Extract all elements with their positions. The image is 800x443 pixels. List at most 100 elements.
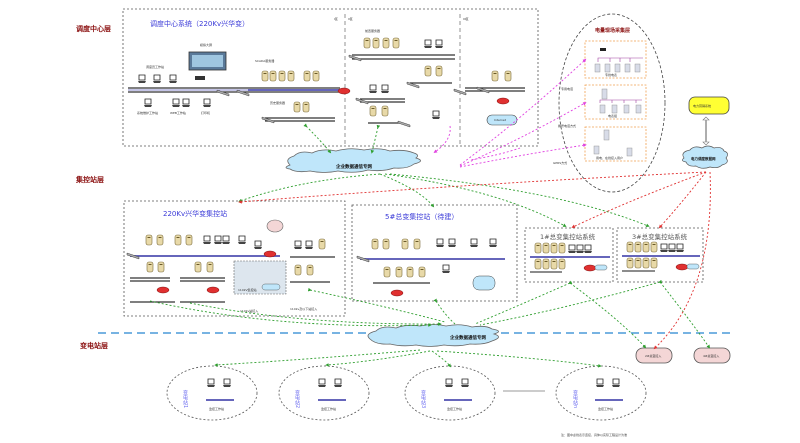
server-icon: [534, 242, 542, 254]
link-green: [379, 173, 435, 208]
firewall-icon: [206, 286, 220, 294]
substation-n-workstation-label: 监控工作站: [598, 406, 613, 411]
link-green: [474, 280, 573, 325]
link-label-dedicated-phone: 专用电话: [561, 86, 573, 91]
server-icon: [435, 65, 443, 77]
firewall-icon: [496, 97, 510, 105]
link-green: [325, 350, 431, 367]
workstation-icon: [460, 378, 470, 388]
link-green: [214, 349, 421, 367]
history-servers-label: 历史服务器: [270, 100, 285, 105]
link-green: [659, 281, 711, 349]
server-icon: [294, 264, 302, 276]
server-icon: [406, 266, 414, 278]
server-icon: [650, 241, 658, 253]
server-icon: [634, 241, 642, 253]
substation-2-workstation-label: 监控工作站: [321, 406, 336, 411]
switch-icon: [236, 89, 250, 97]
server-icon: [626, 241, 634, 253]
metering-group-label-3: 用电、在线接入用户: [596, 155, 623, 160]
workstation-icon: [221, 235, 231, 245]
substation-3: 变电站3 监控工作站: [404, 365, 496, 421]
metering-group-label-1: 专线电表: [605, 72, 617, 77]
web-station-label: WEB工作站: [170, 110, 186, 115]
inset-label: 110kV集控站: [238, 287, 257, 292]
workstation-icon: [444, 378, 454, 388]
server-icon: [382, 37, 390, 49]
control-station-5-title: 5#总变集控站（待建）: [385, 212, 458, 221]
dispatch-center-system: 调度中心系统（220Kv兴华变） I区 II区 III区 模拟大屏 调度员工作站…: [122, 8, 539, 147]
workstation-icon: [447, 238, 457, 248]
control-station-3-frame: [616, 227, 704, 283]
server-icon: [550, 242, 558, 254]
dispatch-center-title: 调度中心系统（220Kv兴华变）: [150, 19, 249, 28]
server-icon: [194, 261, 202, 273]
printer-icon: [431, 110, 441, 120]
firewall-icon: [583, 264, 597, 272]
link-label-gprs: GPRS方式: [553, 160, 567, 165]
server-icon: [381, 105, 389, 117]
metering-layer: 电量现场采集层 专线电表 电表组 用电、在线接入用户 专用电话 拨号电话方式 G…: [553, 13, 666, 193]
link-green: [370, 124, 381, 154]
server-icon: [306, 264, 314, 276]
link-red: [658, 171, 707, 229]
substation-1-workstation-label: 监控工作站: [209, 406, 224, 411]
workstation-icon: [293, 240, 303, 250]
server-icon: [542, 242, 550, 254]
workstation-icon: [206, 378, 216, 388]
link-red: [238, 171, 707, 204]
zone-label-2: II区: [348, 17, 353, 21]
front-server-icon: [372, 37, 380, 49]
footnote: 注：图中虚线表示连接，具体以实际工程设计为准: [561, 432, 627, 437]
server-icon: [401, 238, 409, 250]
workstation-icon: [567, 244, 577, 254]
server-icon: [542, 258, 550, 270]
server-icon: [303, 70, 311, 82]
workstation-icon: [237, 235, 247, 245]
workstation-icon: [317, 378, 327, 388]
power-marketing-system: [688, 96, 730, 115]
layer-label-dispatch: 调度中心层: [76, 24, 111, 33]
firewall-icon: [156, 286, 170, 294]
dispatch-workstations-label: 调度员工作站: [146, 64, 164, 69]
zone-label-1: I区: [334, 17, 338, 21]
bidirectional-arrow: [702, 116, 710, 146]
link-green: [307, 287, 446, 323]
web-server-icon: [504, 70, 512, 82]
scada-servers-label: SCADA服务器: [255, 58, 274, 63]
dispatch-center-frame: [122, 8, 539, 147]
server-icon: [157, 261, 165, 273]
access-node-4-label: 4#总变接入: [703, 353, 719, 358]
switch-icon: [397, 120, 411, 128]
maintenance-workstation-icon: [143, 98, 153, 108]
workstation-icon: [213, 235, 223, 245]
firewall-icon: [390, 289, 404, 297]
control-station-3: 3#总变集控站系统: [616, 227, 704, 283]
link-green: [149, 300, 432, 327]
red-links: [238, 171, 711, 350]
server-icon: [642, 241, 650, 253]
link-green: [431, 350, 452, 368]
control-station-1: 1#总变集控站系统: [524, 227, 614, 283]
server-icon: [382, 238, 390, 250]
metering-group-label-2: 电表组: [608, 113, 617, 118]
printer-label: 打印机: [201, 110, 210, 115]
server-icon: [558, 258, 566, 270]
history-server-icon: [293, 101, 301, 113]
dispatch-workstation-icon: [137, 74, 147, 84]
workstation-icon: [441, 264, 451, 274]
gateway-node: [266, 219, 284, 233]
server-icon: [626, 257, 634, 269]
link-green: [303, 123, 332, 154]
workstation-icon: [202, 235, 212, 245]
control-station-3-title: 3#总变集控站系统: [632, 232, 688, 241]
server-icon: [312, 70, 320, 82]
workstation-icon: [434, 39, 444, 49]
printer-icon: [488, 238, 498, 248]
link-red: [653, 171, 711, 350]
workstation-icon: [583, 244, 593, 254]
server-icon: [424, 65, 432, 77]
link-green: [569, 282, 647, 349]
green-links: [149, 123, 711, 368]
substation-2-label: 变电站2: [294, 389, 300, 408]
